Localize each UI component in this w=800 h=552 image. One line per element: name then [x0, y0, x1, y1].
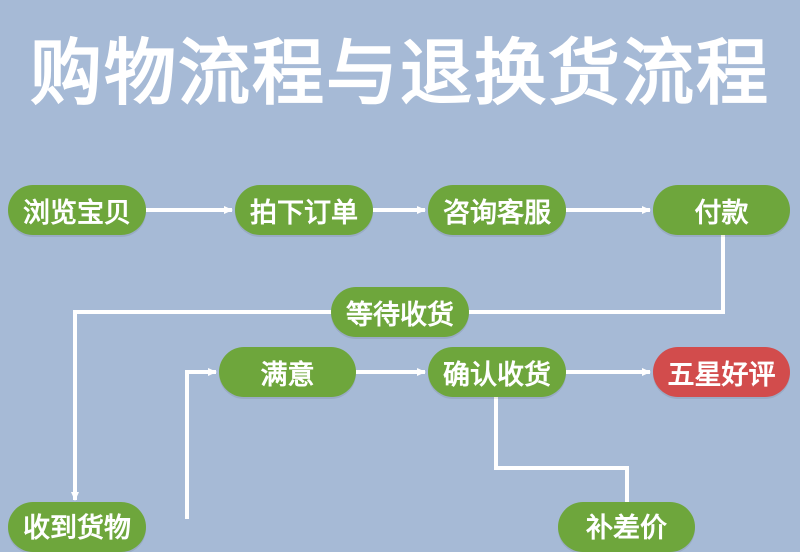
- flow-connectors: [71, 206, 725, 519]
- node-confirm-receipt: 确认收货: [428, 347, 566, 397]
- node-place-order: 拍下订单: [235, 185, 373, 235]
- page-title: 购物流程与退换货流程: [29, 31, 770, 115]
- line-pay-wait: [467, 235, 725, 314]
- arrow-to-satisfied: [185, 368, 217, 519]
- line-confirm-bottom: [494, 397, 629, 505]
- node-bottom-right: 补差价: [558, 502, 695, 552]
- node-consult-service: 咨询客服: [428, 185, 566, 235]
- node-goods-received: 收到货物: [8, 502, 146, 552]
- node-pay: 付款: [653, 185, 790, 235]
- node-five-star-review: 五星好评: [653, 347, 790, 397]
- arrow-wait-received: [71, 310, 333, 501]
- node-satisfied: 满意: [219, 347, 356, 397]
- node-wait-delivery: 等待收货: [331, 287, 469, 337]
- node-browse: 浏览宝贝: [8, 185, 146, 235]
